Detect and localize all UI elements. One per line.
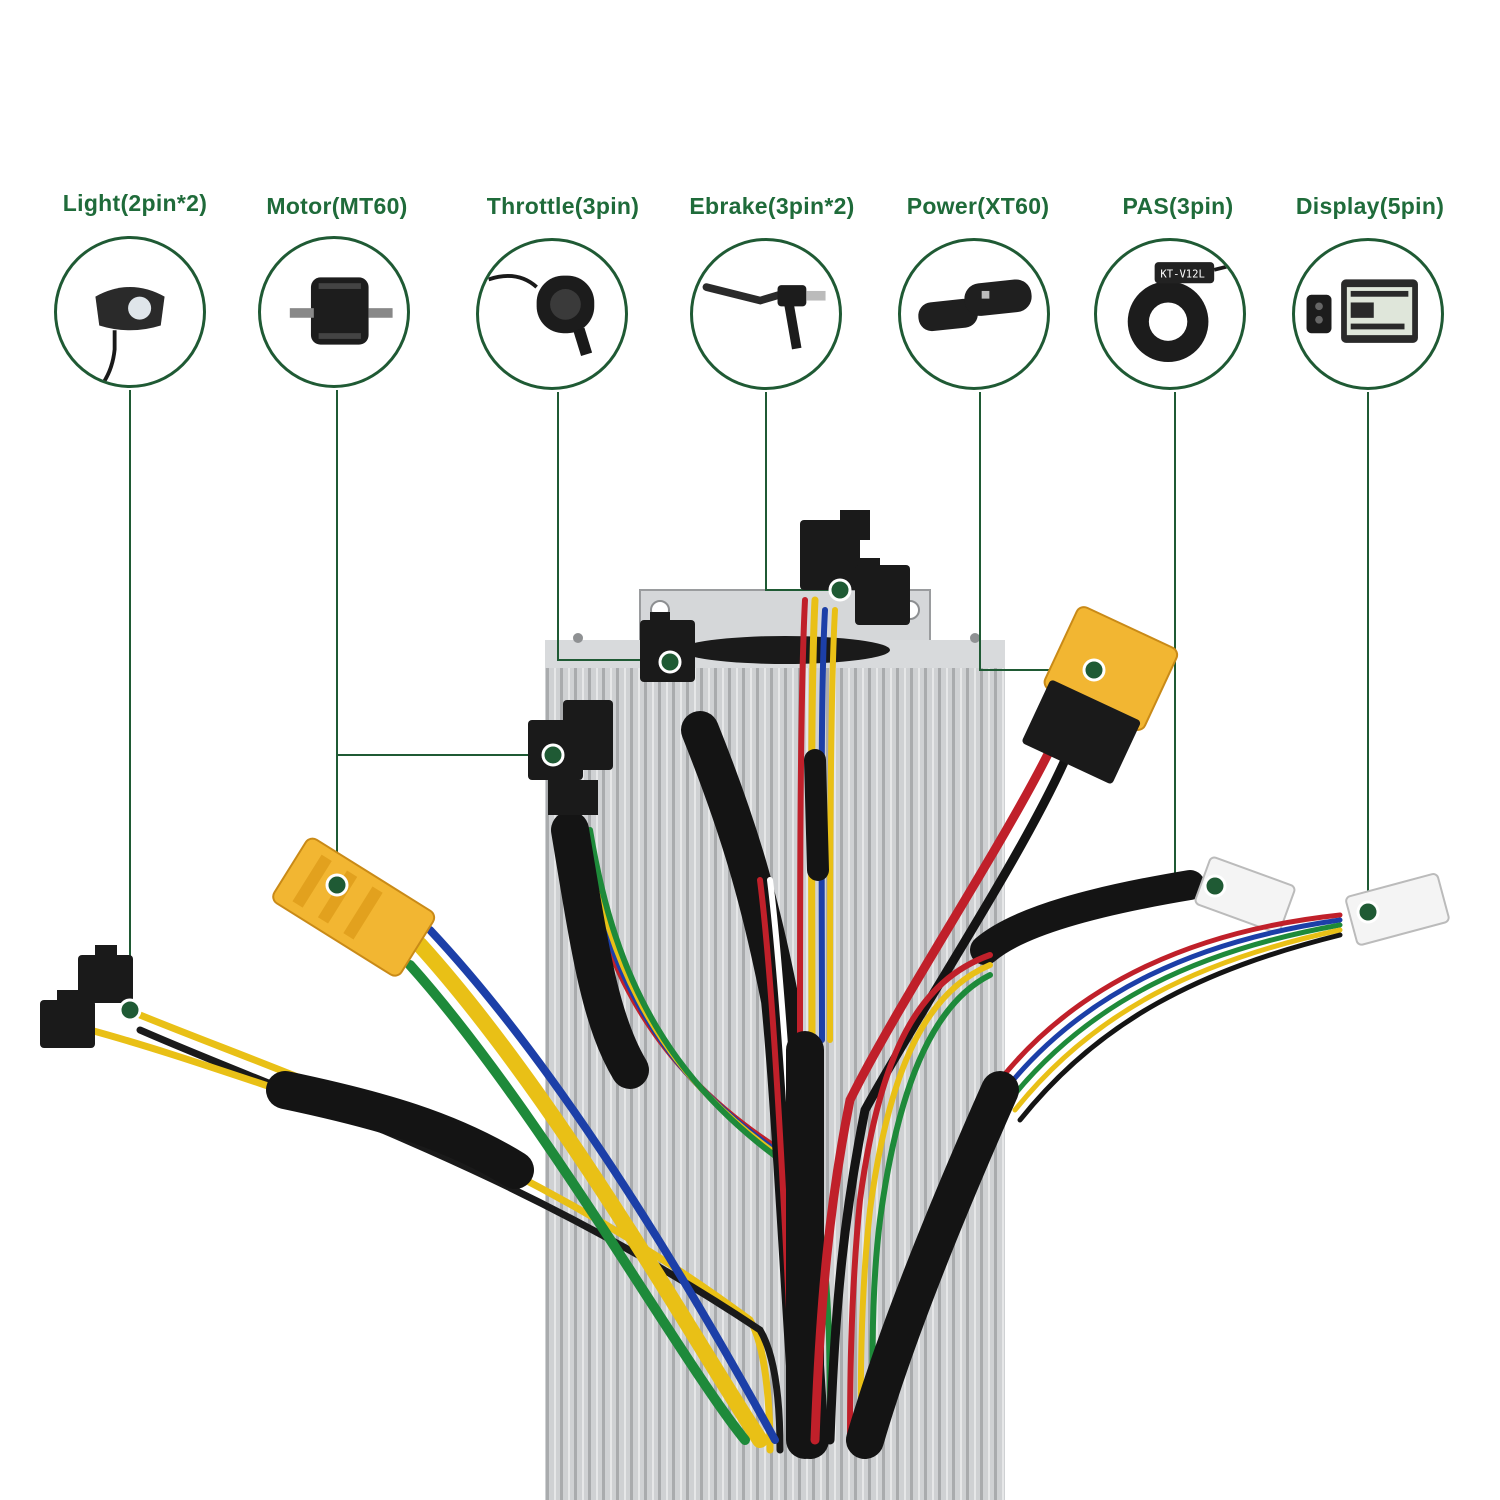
circle-display (1292, 238, 1444, 390)
motor-mt60-connector (272, 837, 436, 977)
circle-pas: KT-V12L (1094, 238, 1246, 390)
light-wires (86, 1011, 784, 1454)
brake-lever-icon (702, 283, 826, 350)
hub-motor-icon (289, 277, 393, 345)
pas-model-text: KT-V12L (1160, 269, 1204, 281)
circle-ebrake (690, 238, 842, 390)
circle-light (54, 236, 206, 388)
display-wires (846, 912, 1343, 1459)
circle-motor (258, 236, 410, 388)
lcd-display-icon (1306, 279, 1418, 343)
thumb-throttle-icon (487, 274, 595, 357)
circle-power (898, 238, 1050, 390)
label-display: Display(5pin) (1295, 193, 1445, 219)
anchor-dots (118, 578, 1380, 1022)
light-connectors (40, 945, 133, 1048)
display-connector (1345, 873, 1450, 946)
power-xt60-connector (1022, 606, 1179, 784)
pas-wires (847, 870, 1205, 1443)
label-throttle: Throttle(3pin) (486, 193, 640, 219)
motor-wires (405, 926, 779, 1448)
ebrake-connectors (800, 510, 910, 625)
label-motor: Motor(MT60) (266, 193, 408, 219)
label-power: Power(XT60) (906, 193, 1050, 219)
battery-pack-icon (918, 279, 1032, 332)
circle-throttle (476, 238, 628, 390)
label-ebrake: Ebrake(3pin*2) (689, 193, 855, 219)
power-wires (810, 745, 1070, 1445)
headlight-icon (95, 287, 165, 385)
pas-sensor-icon: KT-V12L (1127, 262, 1238, 363)
ebrake-wires (786, 596, 838, 1459)
label-pas: PAS(3pin) (1122, 193, 1234, 219)
label-light: Light(2pin*2) (62, 190, 208, 216)
